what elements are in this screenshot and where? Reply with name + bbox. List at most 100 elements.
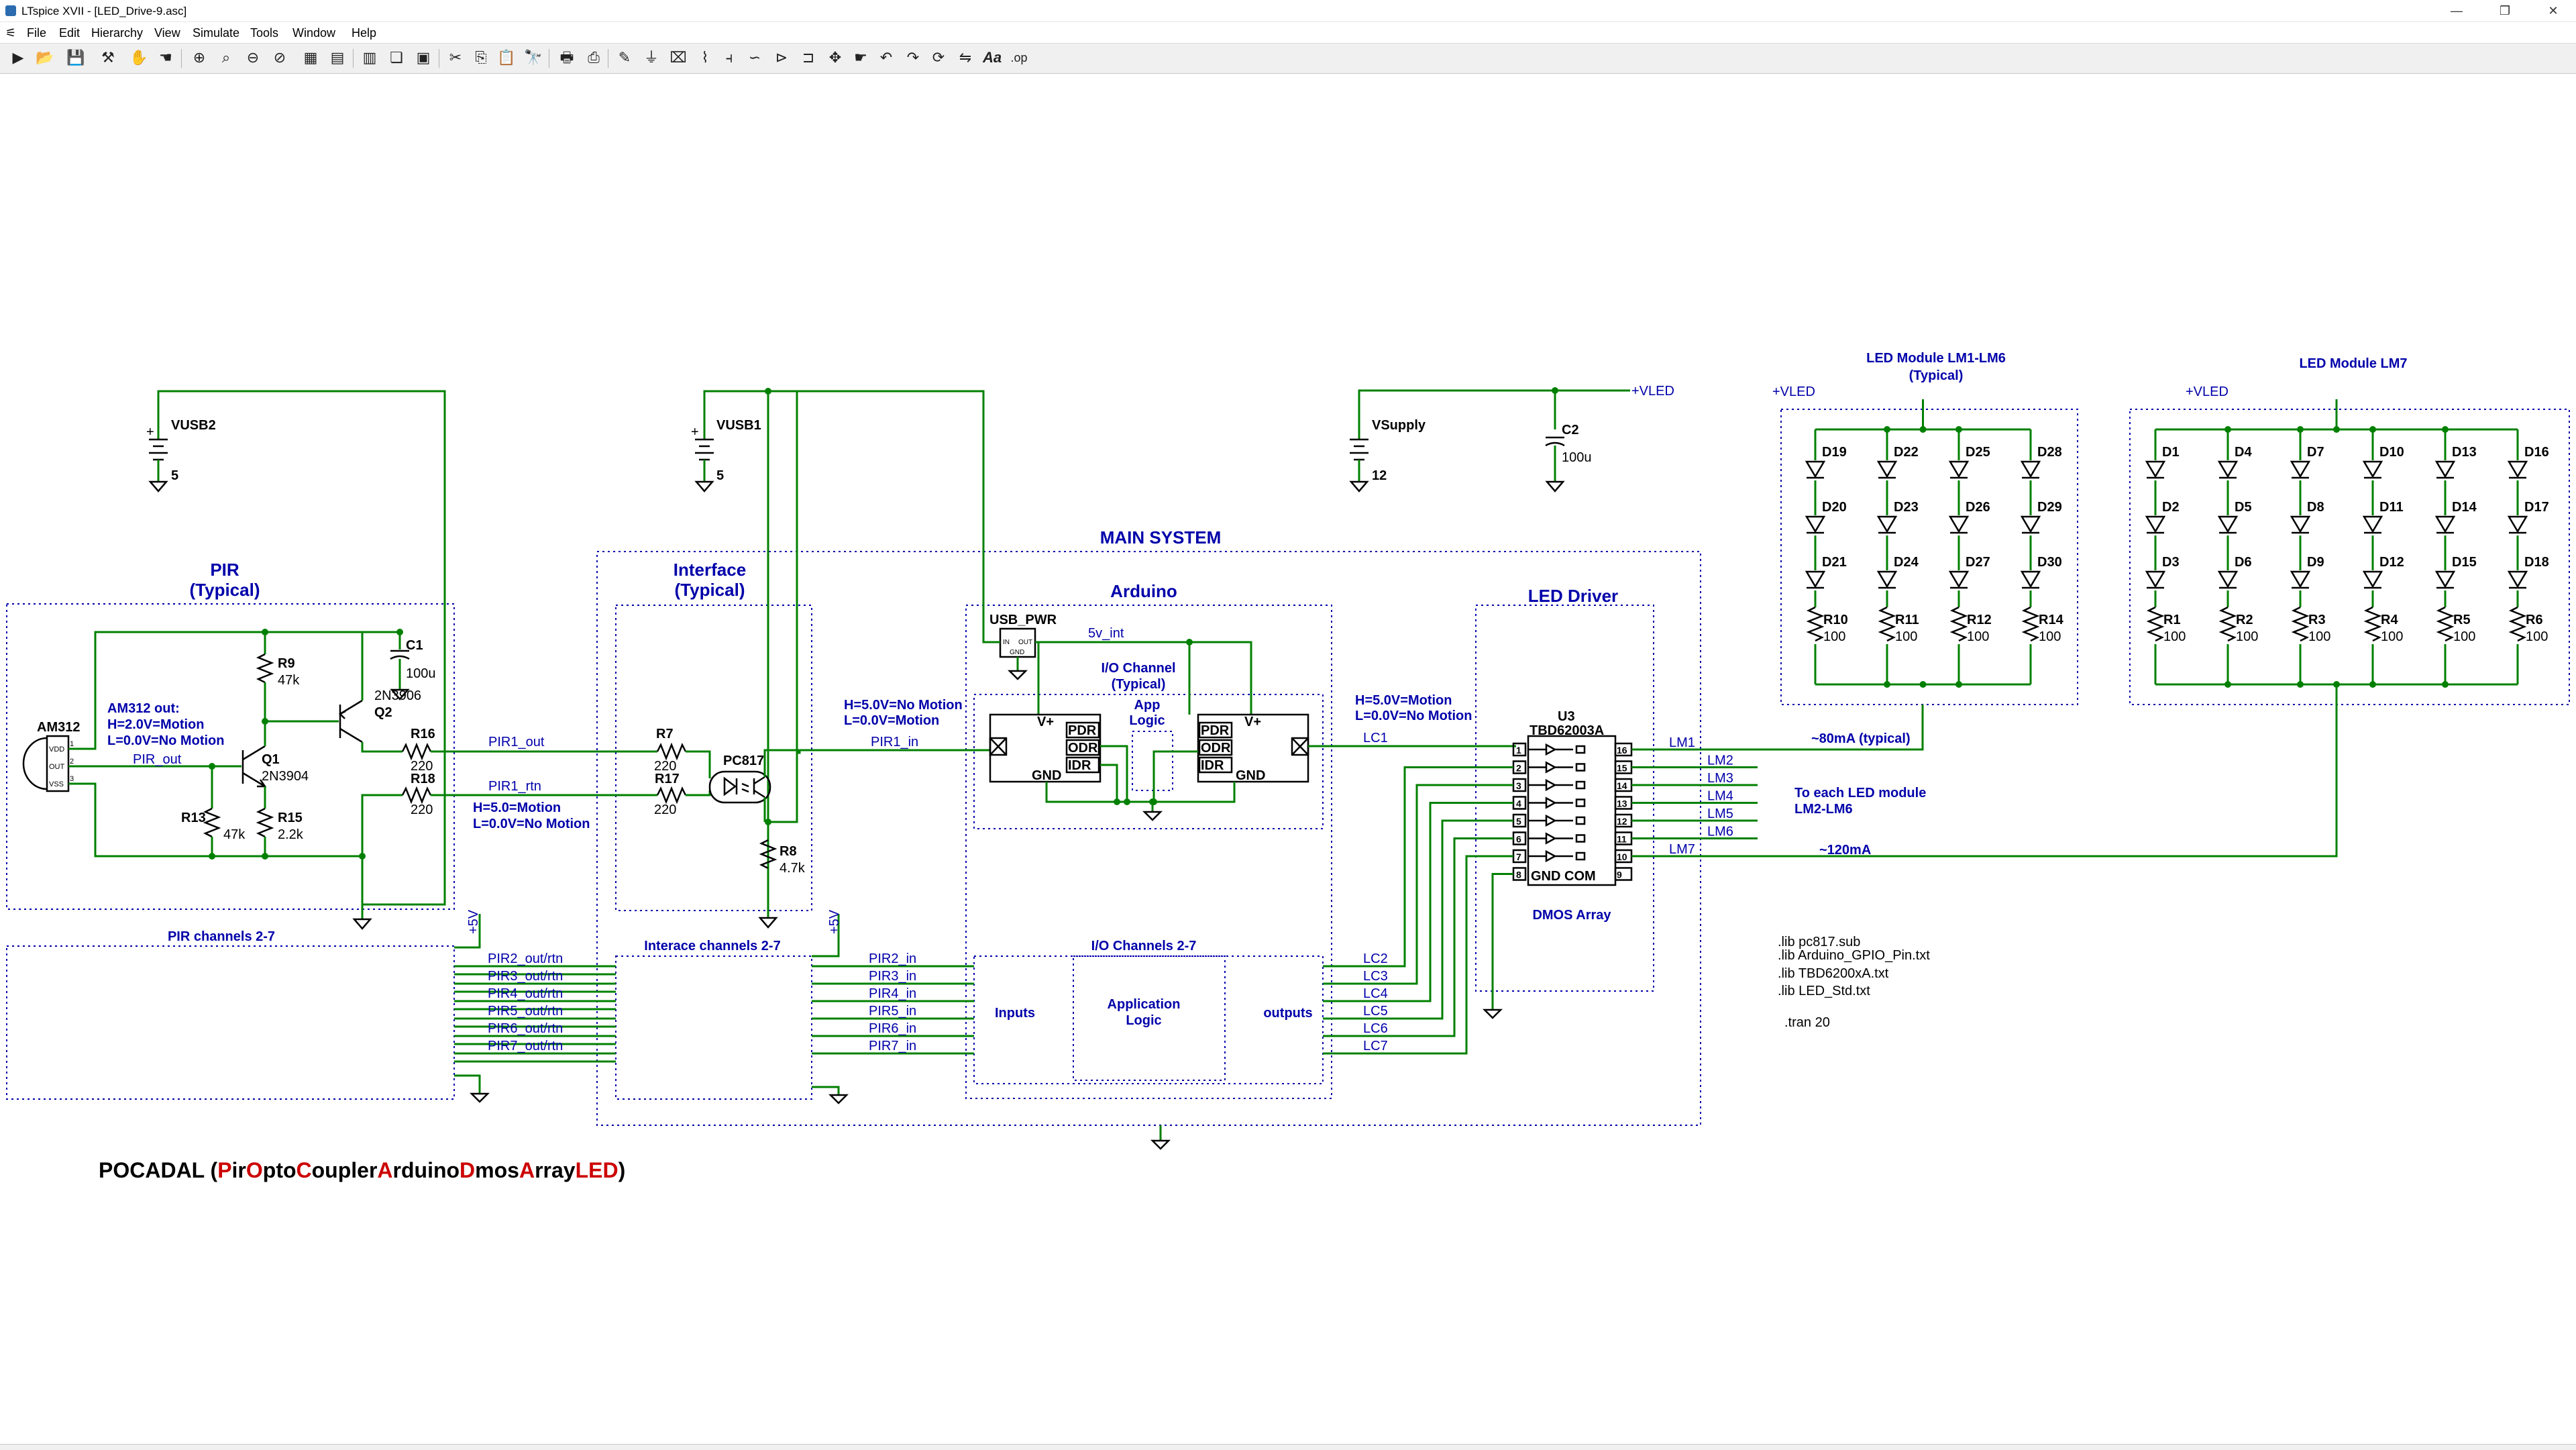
minimize-icon[interactable]: — bbox=[2451, 4, 2463, 17]
copy-icon[interactable]: ⎘ bbox=[475, 49, 487, 66]
resistor-icon[interactable]: ⌇ bbox=[701, 49, 709, 66]
led-diode[interactable] bbox=[2434, 460, 2456, 479]
r16-resistor[interactable] bbox=[401, 742, 432, 761]
gpio-out-block[interactable] bbox=[1197, 713, 1309, 783]
menu-tools[interactable]: Tools bbox=[250, 26, 279, 40]
zoom-cancel-icon[interactable]: ⊘ bbox=[273, 49, 286, 66]
led-diode[interactable] bbox=[2362, 515, 2383, 534]
move-icon[interactable]: ✥ bbox=[828, 49, 842, 66]
gpio-in-block[interactable] bbox=[989, 713, 1102, 783]
vusb1-source[interactable]: + bbox=[691, 388, 985, 913]
run-icon[interactable]: ▶ bbox=[12, 49, 24, 66]
led-diode[interactable] bbox=[1805, 515, 1826, 534]
led-diode[interactable] bbox=[2290, 515, 2311, 534]
open-icon[interactable]: 📂 bbox=[36, 49, 54, 66]
led-diode[interactable] bbox=[2145, 570, 2166, 589]
menu-simulate[interactable]: Simulate bbox=[193, 26, 240, 40]
print-icon[interactable]: ⎙ bbox=[588, 49, 600, 66]
vusb2-source[interactable]: + bbox=[146, 390, 446, 906]
led-diode[interactable] bbox=[2217, 515, 2239, 534]
led-diode[interactable] bbox=[2145, 460, 2166, 479]
component-icon[interactable]: ⊐ bbox=[802, 49, 815, 66]
u3-dmos-array[interactable] bbox=[1527, 735, 1617, 886]
zoom-area-icon[interactable]: ⌕ bbox=[221, 49, 231, 66]
directive-lib-arduino[interactable]: .lib Arduino_GPIO_Pin.txt bbox=[1778, 948, 1930, 963]
find-icon[interactable]: 🔭 bbox=[524, 49, 543, 66]
led-diode[interactable] bbox=[1948, 570, 1970, 589]
led-diode[interactable] bbox=[1876, 460, 1898, 479]
redo-icon[interactable]: ↷ bbox=[906, 49, 920, 66]
spice-directive-icon[interactable]: .op bbox=[1010, 51, 1028, 64]
menu-help[interactable]: Help bbox=[352, 26, 377, 40]
cascade-icon[interactable]: ❏ bbox=[390, 49, 403, 66]
zoom-out-icon[interactable]: ⊖ bbox=[246, 49, 260, 66]
halt-icon[interactable]: ✋ bbox=[129, 49, 148, 66]
paste-icon[interactable]: 📋 bbox=[497, 49, 516, 66]
text-icon[interactable]: Aa bbox=[982, 49, 1002, 66]
led-resistor[interactable] bbox=[1878, 606, 1896, 642]
q2-transistor[interactable] bbox=[335, 699, 363, 743]
led-resistor[interactable] bbox=[2508, 606, 2527, 642]
waveform-icon[interactable]: ▤ bbox=[330, 49, 345, 66]
led-diode[interactable] bbox=[1876, 515, 1898, 534]
pan-icon[interactable]: ☚ bbox=[159, 49, 172, 66]
am312-sensor[interactable] bbox=[22, 735, 70, 792]
print-setup-icon[interactable]: 🖶 bbox=[559, 49, 574, 66]
diode-icon[interactable]: ⊳ bbox=[775, 49, 788, 66]
vsupply-source[interactable] bbox=[1349, 387, 1630, 493]
led-diode[interactable] bbox=[2362, 570, 2383, 589]
cut-icon[interactable]: ✂ bbox=[449, 49, 462, 66]
rotate-icon[interactable]: ⟳ bbox=[932, 49, 945, 66]
led-diode[interactable] bbox=[2020, 570, 2041, 589]
close-window-icon[interactable]: ▣ bbox=[416, 49, 431, 66]
zoom-in-icon[interactable]: ⊕ bbox=[193, 49, 206, 66]
undo-icon[interactable]: ↶ bbox=[879, 49, 893, 66]
led-resistor[interactable] bbox=[2218, 606, 2237, 642]
drag-icon[interactable]: ☛ bbox=[854, 49, 867, 66]
directive-lib-tbd[interactable]: .lib TBD6200xA.txt bbox=[1778, 966, 1889, 981]
r18-resistor[interactable] bbox=[401, 786, 432, 805]
r7-resistor[interactable] bbox=[656, 742, 687, 761]
led-diode[interactable] bbox=[2507, 570, 2528, 589]
r9-resistor[interactable] bbox=[256, 653, 274, 684]
led-resistor[interactable] bbox=[2146, 606, 2165, 642]
q1-transistor[interactable] bbox=[235, 745, 267, 788]
r13-resistor[interactable] bbox=[203, 807, 221, 838]
autorange-icon[interactable]: ▦ bbox=[303, 49, 318, 66]
led-diode[interactable] bbox=[2217, 460, 2239, 479]
led-resistor[interactable] bbox=[2363, 606, 2382, 642]
inductor-icon[interactable]: ∽ bbox=[748, 49, 761, 66]
save-icon[interactable]: 💾 bbox=[66, 49, 85, 66]
directive-lib-pc817[interactable]: .lib pc817.sub bbox=[1778, 935, 1860, 949]
led-diode[interactable] bbox=[2507, 515, 2528, 534]
led-diode[interactable] bbox=[2020, 460, 2041, 479]
led-diode[interactable] bbox=[1876, 570, 1898, 589]
restore-icon[interactable]: ❐ bbox=[2499, 4, 2511, 17]
led-diode[interactable] bbox=[2217, 570, 2239, 589]
close-icon[interactable]: ✕ bbox=[2548, 4, 2559, 17]
schematic-canvas[interactable]: MAIN SYSTEM PIR (Typical) Interface (Typ… bbox=[0, 74, 2576, 1444]
mirror-icon[interactable]: ⇋ bbox=[959, 49, 972, 66]
menu-edit[interactable]: Edit bbox=[59, 26, 80, 40]
tile-icon[interactable]: ▥ bbox=[362, 49, 377, 66]
led-resistor[interactable] bbox=[2021, 606, 2040, 642]
led-diode[interactable] bbox=[2290, 570, 2311, 589]
directive-tran[interactable]: .tran 20 bbox=[1784, 1015, 1830, 1030]
menu-file[interactable]: File bbox=[27, 26, 47, 40]
led-diode[interactable] bbox=[2020, 515, 2041, 534]
led-diode[interactable] bbox=[2362, 460, 2383, 479]
led-diode[interactable] bbox=[1948, 515, 1970, 534]
led-diode[interactable] bbox=[1948, 460, 1970, 479]
led-diode[interactable] bbox=[2434, 515, 2456, 534]
wire-icon[interactable]: ✎ bbox=[618, 49, 631, 66]
document-system-icon[interactable]: ⚟ bbox=[5, 26, 17, 40]
r15-resistor[interactable] bbox=[256, 807, 274, 838]
led-resistor[interactable] bbox=[2436, 606, 2455, 642]
led-diode[interactable] bbox=[1805, 460, 1826, 479]
label-net-icon[interactable]: ⌧ bbox=[669, 49, 687, 66]
menu-window[interactable]: Window bbox=[292, 26, 336, 40]
led-diode[interactable] bbox=[2507, 460, 2528, 479]
led-diode[interactable] bbox=[2290, 460, 2311, 479]
ground-icon[interactable]: ⏚ bbox=[643, 49, 659, 66]
led-diode[interactable] bbox=[2434, 570, 2456, 589]
